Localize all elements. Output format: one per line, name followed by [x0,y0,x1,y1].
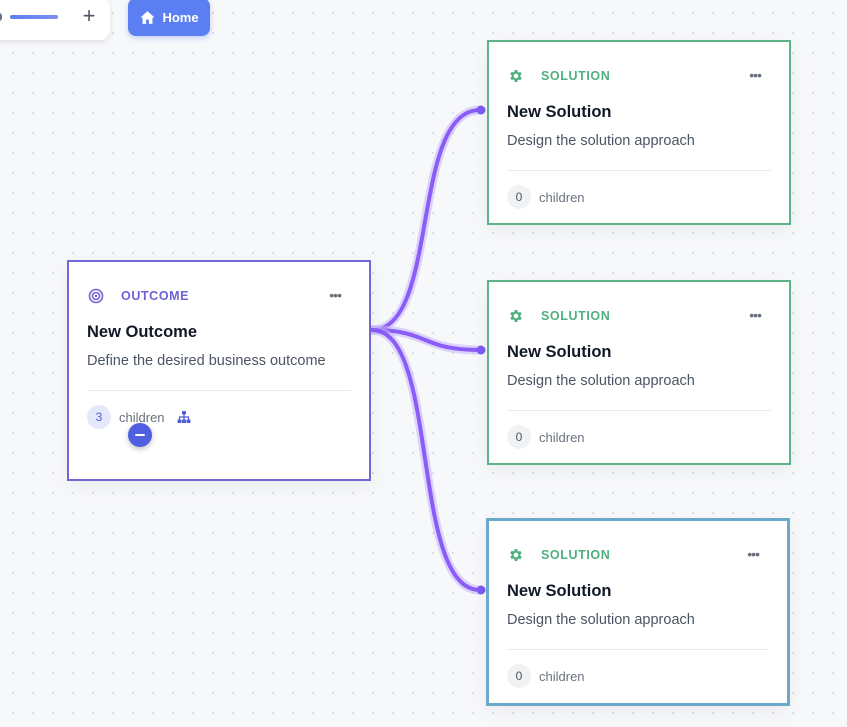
node-title: New Solution [507,343,612,361]
home-button-label: Home [162,9,199,25]
zoom-slider[interactable] [10,15,58,19]
children-count-badge: 0 [507,664,531,688]
more-options-icon[interactable]: ••• [749,67,762,83]
children-label: children [539,668,585,684]
zoom-handle[interactable] [0,13,2,21]
more-options-icon[interactable]: ••• [329,287,342,303]
node-title: New Solution [507,582,612,600]
node-description: Design the solution approach [507,612,695,628]
minus-icon [135,434,145,436]
node-footer: 0 children [507,425,585,449]
node-header: SOLUTION ••• [507,66,771,86]
node-type-label: OUTCOME [121,289,190,303]
gear-icon [507,546,525,564]
children-label: children [119,409,165,425]
home-icon [140,10,156,24]
target-icon [87,287,105,305]
divider [507,649,769,650]
divider [87,390,351,391]
node-header: SOLUTION ••• [507,306,771,326]
node-description: Design the solution approach [507,373,695,389]
zoom-toolbar: + [0,0,110,40]
node-footer: 3 children [87,405,191,429]
node-title: New Outcome [87,323,198,341]
collapse-children-button[interactable] [128,423,152,447]
children-count-badge: 3 [87,405,111,429]
gear-icon [507,67,525,85]
solution-node-selected[interactable]: SOLUTION ••• New Solution Design the sol… [486,518,790,706]
node-footer: 0 children [507,664,585,688]
more-options-icon[interactable]: ••• [747,546,760,562]
node-footer: 0 children [507,185,585,209]
more-options-icon[interactable]: ••• [749,307,762,323]
outcome-node[interactable]: OUTCOME ••• New Outcome Define the desir… [67,260,371,481]
zoom-in-button[interactable]: + [82,3,96,28]
edge-handle[interactable] [476,585,486,595]
node-header: OUTCOME ••• [87,286,351,306]
children-count-badge: 0 [507,185,531,209]
node-description: Define the desired business outcome [87,353,326,369]
gear-icon [507,307,525,325]
node-type-label: SOLUTION [541,69,611,83]
hierarchy-icon[interactable] [177,410,191,424]
node-type-label: SOLUTION [541,309,611,323]
children-label: children [539,429,585,445]
node-description: Design the solution approach [507,133,695,149]
children-label: children [539,189,585,205]
solution-node[interactable]: SOLUTION ••• New Solution Design the sol… [487,280,791,465]
edge-handle[interactable] [476,345,486,355]
divider [507,170,771,171]
node-title: New Solution [507,103,612,121]
home-button[interactable]: Home [128,0,210,36]
children-count-badge: 0 [507,425,531,449]
node-type-label: SOLUTION [541,548,611,562]
edge-handle[interactable] [476,105,486,115]
node-header: SOLUTION ••• [507,545,769,565]
solution-node[interactable]: SOLUTION ••• New Solution Design the sol… [487,40,791,225]
divider [507,410,771,411]
